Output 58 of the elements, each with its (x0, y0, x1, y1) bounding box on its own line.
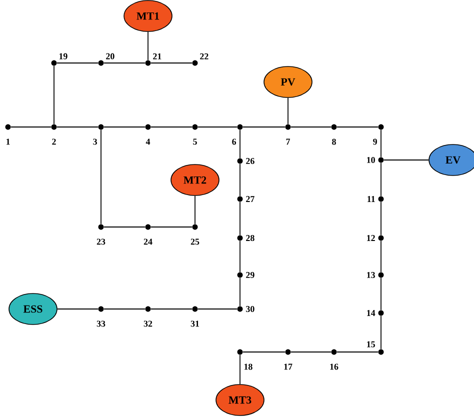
bus-number: 12 (367, 235, 375, 241)
bus-number: 3 (93, 138, 97, 145)
line (380, 240, 382, 272)
line (380, 316, 382, 350)
bus-number: 6 (232, 138, 236, 145)
bus-number: 7 (286, 138, 290, 145)
bus-number: 20 (106, 53, 114, 60)
bus-number: 9 (373, 138, 377, 145)
bus-number: 14 (367, 310, 376, 316)
bus-number: 21 (153, 53, 162, 60)
bus-number: 15 (367, 341, 375, 348)
line (380, 278, 382, 310)
line (150, 226, 192, 228)
line (104, 126, 146, 128)
line (56, 126, 98, 128)
line (56, 62, 98, 64)
bus-number: 2 (52, 138, 56, 145)
bus-number: 11 (368, 196, 375, 202)
line (242, 126, 286, 128)
line (56, 308, 98, 310)
line (100, 130, 102, 224)
line (198, 126, 238, 128)
bus-number: 22 (200, 53, 208, 60)
line (290, 126, 332, 128)
bus-number: 24 (144, 238, 152, 245)
line (104, 62, 146, 64)
line (380, 202, 382, 236)
bus-number: 17 (284, 364, 292, 370)
bus-number: 26 (246, 158, 254, 164)
bus-number: 28 (246, 234, 254, 242)
bus-number: 8 (332, 138, 336, 145)
line (104, 226, 146, 228)
line (10, 126, 52, 128)
line (380, 162, 382, 196)
bus-number: 5 (193, 138, 197, 145)
bus-number: 32 (144, 320, 152, 327)
line (380, 130, 382, 158)
line (150, 62, 192, 64)
bus-number: 27 (246, 196, 254, 202)
bus-number: 33 (96, 320, 106, 327)
line (150, 126, 192, 128)
bus-number: 13 (367, 272, 375, 278)
bus-number: 23 (96, 238, 106, 245)
bus-number: 31 (190, 320, 200, 327)
bus-number: 29 (246, 272, 254, 278)
line (336, 126, 378, 128)
bus-number: 10 (367, 156, 375, 164)
bus-number: 1 (6, 138, 10, 145)
line (194, 195, 196, 224)
line (150, 308, 192, 310)
bus-number: 16 (330, 364, 338, 370)
line (198, 308, 238, 310)
bus-number: 4 (146, 138, 150, 145)
bus-number: 18 (244, 364, 252, 370)
bus-number: 19 (59, 53, 68, 60)
bus-number: 30 (246, 306, 254, 312)
bus-number: 25 (190, 238, 200, 245)
line (104, 308, 146, 310)
